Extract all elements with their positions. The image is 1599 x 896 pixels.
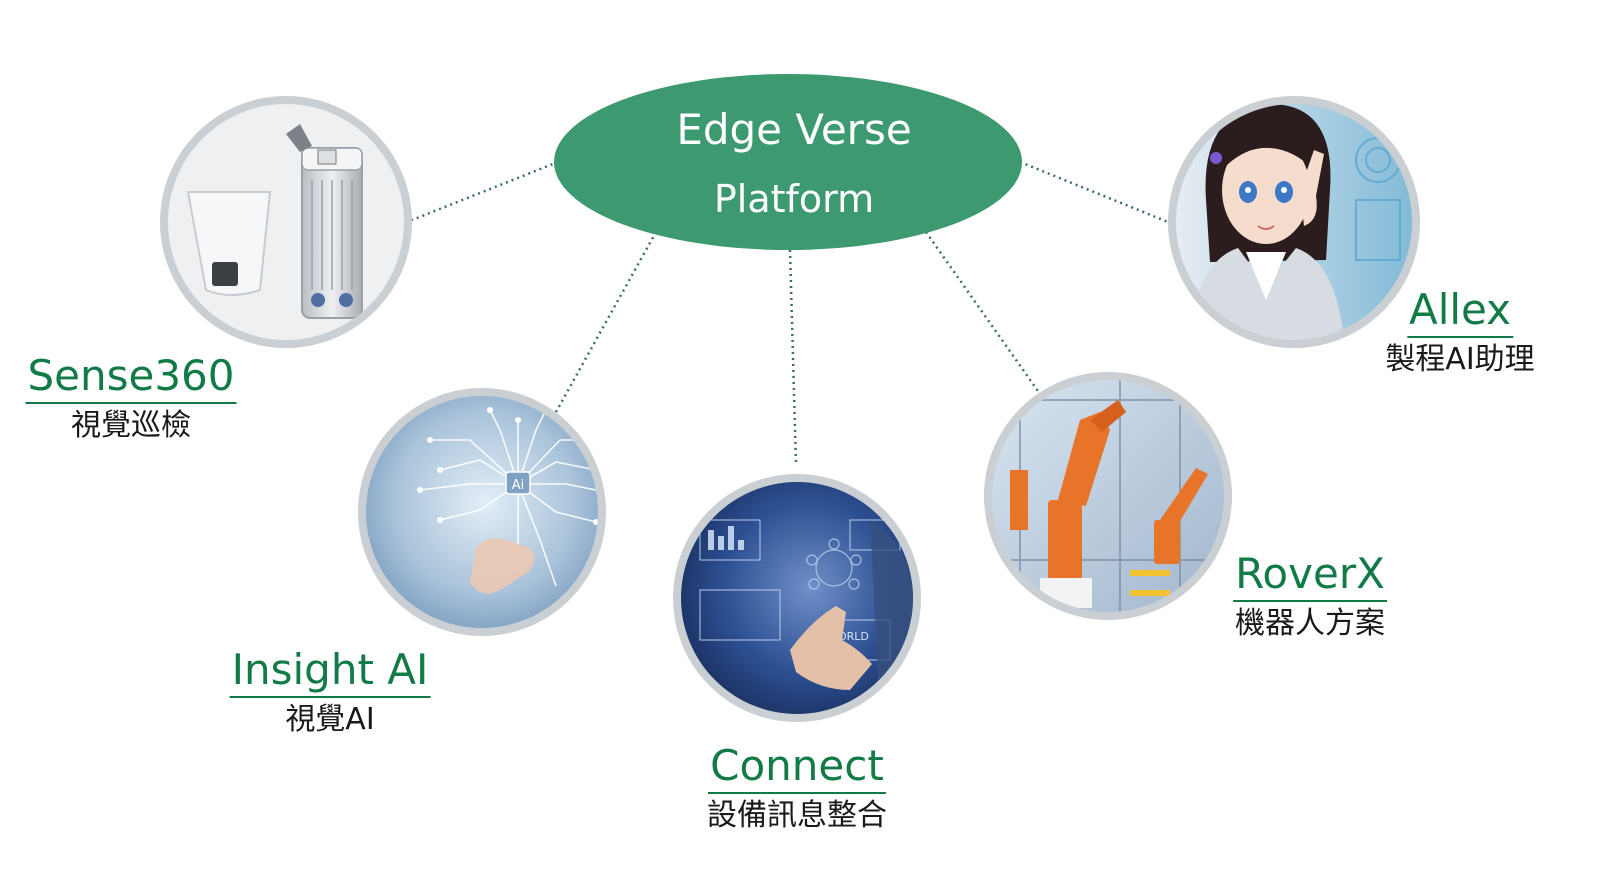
connector-insight-ai	[554, 231, 658, 413]
node-name-insight-ai: Insight AI	[229, 646, 431, 698]
node-sense360[interactable]	[160, 96, 420, 356]
node-allex[interactable]	[1168, 96, 1420, 348]
connector-roverx	[924, 231, 1042, 395]
data-network-image: WORLD	[681, 482, 913, 714]
label-allex: Allex 製程AI助理	[1385, 286, 1534, 380]
node-connect[interactable]: WORLD	[673, 474, 921, 722]
connector-sense360	[411, 160, 559, 222]
node-roverx[interactable]	[984, 372, 1232, 620]
connector-connect	[788, 249, 798, 465]
node-name-connect: Connect	[708, 742, 886, 794]
camera-device-image	[168, 104, 404, 340]
label-connect: Connect 設備訊息整合	[707, 742, 887, 836]
node-name-sense360: Sense360	[25, 352, 237, 404]
ai-assistant-avatar-image	[1176, 104, 1412, 340]
label-insight-ai: Insight AI 視覺AI	[229, 646, 431, 740]
node-subtitle-allex: 製程AI助理	[1385, 342, 1535, 377]
node-name-roverx: RoverX	[1233, 550, 1387, 602]
hub-title: Edge Verse	[676, 105, 911, 154]
label-sense360: Sense360 視覺巡檢	[25, 352, 237, 446]
connectors	[411, 160, 1169, 465]
node-subtitle-roverx: 機器人方案	[1234, 606, 1385, 641]
ai-chip-label: Ai	[512, 478, 525, 493]
hub-subtitle: Platform	[714, 177, 874, 221]
node-insight-ai[interactable]: Ai	[358, 388, 610, 640]
connector-allex	[1019, 160, 1169, 224]
node-subtitle-sense360: 視覺巡檢	[70, 408, 191, 443]
node-subtitle-connect: 設備訊息整合	[707, 798, 887, 833]
ai-circuit-image: Ai	[366, 396, 598, 628]
label-roverx: RoverX 機器人方案	[1233, 550, 1387, 644]
hub-ellipse	[554, 74, 1022, 250]
robot-arm-image	[992, 380, 1224, 612]
node-subtitle-insight-ai: 視覺AI	[285, 702, 375, 737]
hub: Edge Verse Platform	[554, 74, 1022, 250]
node-name-allex: Allex	[1406, 286, 1514, 338]
